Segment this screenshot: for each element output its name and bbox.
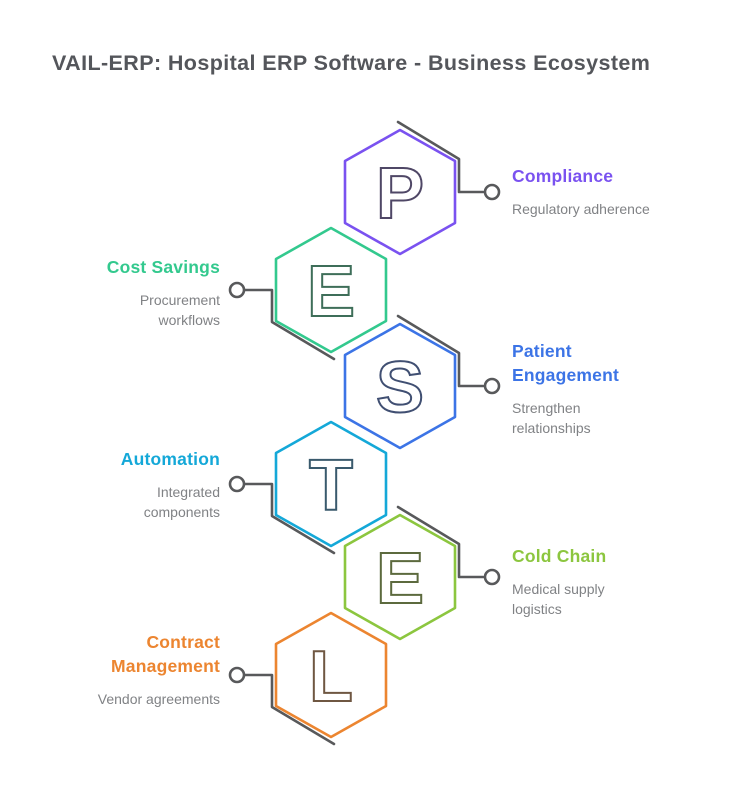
connector-compliance — [396, 120, 485, 194]
hexagon-letter-e2: E — [376, 539, 424, 619]
connector-patient-engagement — [396, 314, 485, 388]
label-cold-chain-heading: Cold Chain — [512, 546, 607, 566]
hexagon-s — [343, 322, 457, 450]
label-cold-chain: Cold Chain Medical supply logistics — [512, 544, 682, 619]
label-automation-heading: Automation — [120, 449, 220, 469]
connector-cold-chain — [396, 505, 485, 579]
connector-dot-contract-management — [228, 666, 246, 684]
hexagon-letter-p: P — [376, 154, 424, 234]
label-cost-savings-heading: Cost Savings — [106, 257, 220, 277]
label-patient-engagement-subtext: Strengthen relationships — [512, 400, 591, 436]
label-cold-chain-subtext: Medical supply logistics — [512, 581, 605, 617]
hexagon-letter-l: L — [309, 637, 353, 717]
hexagon-l — [274, 611, 388, 739]
connector-dot-automation — [228, 475, 246, 493]
connector-dot-cold-chain — [483, 568, 501, 586]
label-automation: Automation Integrated components — [50, 447, 220, 522]
hexagon-e2 — [343, 513, 457, 641]
label-patient-engagement: Patient Engagement Strengthen relationsh… — [512, 339, 682, 438]
hexagon-t — [274, 420, 388, 548]
connector-cost-savings — [243, 288, 336, 361]
page-title: VAIL-ERP: Hospital ERP Software - Busine… — [52, 51, 651, 75]
hexagon-e1 — [274, 226, 388, 354]
hexagon-p — [343, 128, 457, 256]
label-cost-savings-subtext: Procurement workflows — [139, 292, 220, 328]
connector-dot-cost-savings — [228, 281, 246, 299]
label-contract-management-heading: Contract Management — [111, 632, 220, 676]
connector-dot-patient-engagement — [483, 377, 501, 395]
label-compliance: Compliance Regulatory adherence — [512, 164, 682, 220]
label-contract-management: Contract Management Vendor agreements — [50, 630, 220, 710]
connector-contract-management — [243, 673, 336, 746]
label-cost-savings: Cost Savings Procurement workflows — [50, 255, 220, 330]
hexagon-letter-e1: E — [307, 252, 355, 332]
connector-dot-compliance — [483, 183, 501, 201]
hexagon-letter-t: T — [309, 446, 353, 526]
label-compliance-subtext: Regulatory adherence — [512, 201, 650, 217]
label-patient-engagement-heading: Patient Engagement — [512, 341, 620, 385]
label-automation-subtext: Integrated components — [143, 484, 220, 520]
label-compliance-heading: Compliance — [512, 166, 614, 186]
connector-automation — [243, 482, 336, 555]
label-contract-management-subtext: Vendor agreements — [97, 691, 220, 707]
hexagon-letter-s: S — [376, 348, 424, 428]
